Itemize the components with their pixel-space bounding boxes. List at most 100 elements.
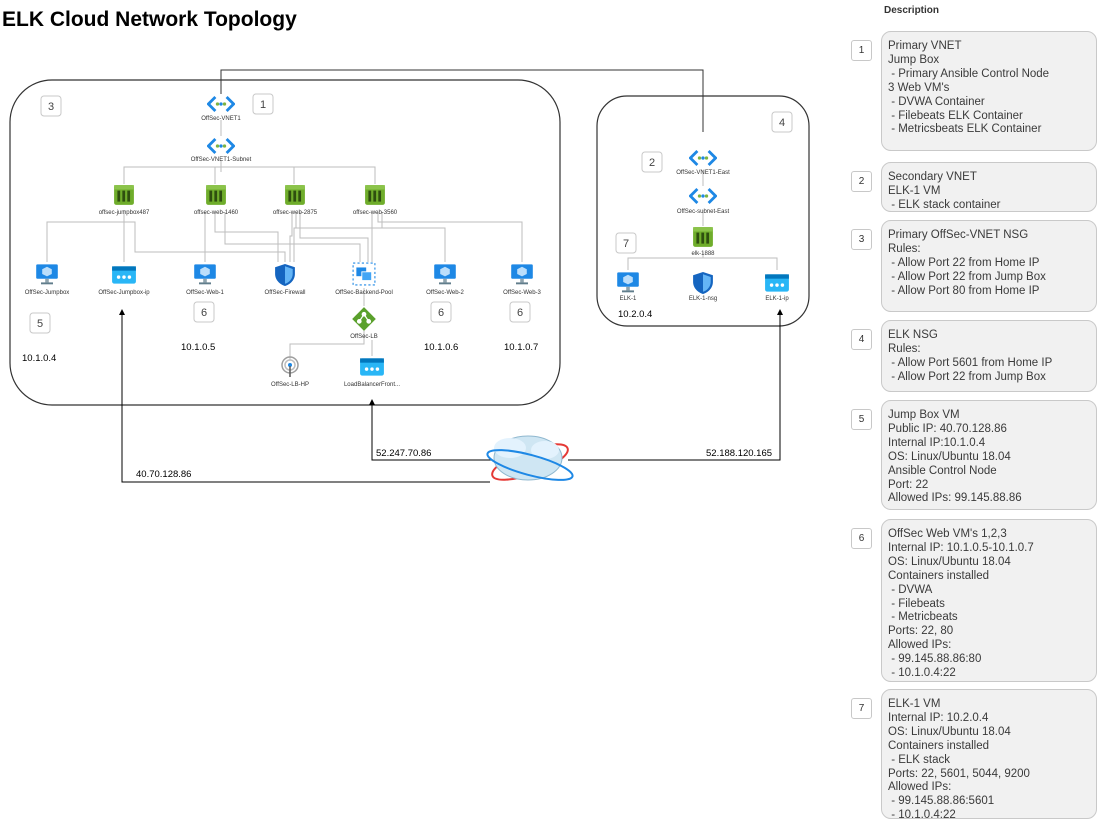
nic-web3-label: offsec-web-3560 xyxy=(353,210,398,216)
description-line: Containers installed xyxy=(888,739,990,752)
description-line: - Allow Port 22 from Jump Box xyxy=(888,370,1046,383)
svg-text:3: 3 xyxy=(48,101,54,113)
public-ip-elk: 52.188.120.165 xyxy=(706,448,772,459)
vm-elk-label: ELK-1 xyxy=(620,296,637,302)
subnet-east-label: OffSec-subnet-East xyxy=(677,209,730,215)
description-line: - Allow Port 5601 from Home IP xyxy=(888,356,1053,369)
ip-web3: 10.1.0.7 xyxy=(504,342,538,353)
description-line: Jump Box xyxy=(888,53,940,66)
description-line: OS: Linux/Ubuntu 18.04 xyxy=(888,725,1011,738)
description-number-2: 2 xyxy=(851,171,872,192)
nic-web3-icon xyxy=(365,185,385,205)
public-links xyxy=(119,309,783,483)
topology-diagram: 40.70.128.86 52.247.70.86 52.188.120.165… xyxy=(9,69,810,483)
public-ip-jumpbox: 40.70.128.86 xyxy=(136,469,191,480)
description-line: Containers installed xyxy=(888,569,990,582)
svg-text:7: 7 xyxy=(623,238,629,250)
nic-web2-label: offsec-web-2875 xyxy=(273,210,318,216)
description-line: Internal IP: 10.1.0.5-10.1.0.7 xyxy=(888,541,1034,554)
subnet1-label: OffSec-VNET1-Subnet xyxy=(191,157,252,163)
number-badge-4: 4 xyxy=(771,111,793,133)
description-line: Public IP: 40.70.128.86 xyxy=(888,422,1007,435)
number-badge-1: 1 xyxy=(252,93,274,115)
description-line: - ELK stack container xyxy=(888,198,1001,211)
svg-text:6: 6 xyxy=(438,307,444,319)
description-line: - 10.1.0.4:22 xyxy=(888,809,956,822)
ip-web1: 10.1.0.5 xyxy=(181,342,215,353)
description-line: Jump Box VM xyxy=(888,409,960,421)
description-number-3: 3 xyxy=(851,229,872,250)
public-ip-lb: 52.247.70.86 xyxy=(376,448,431,459)
description-line: - 99.145.88.86:80 xyxy=(888,653,982,666)
health-probe-label: OffSec-LB-HP xyxy=(271,382,309,388)
description-line: Rules: xyxy=(888,342,921,355)
jumpbox-ip-icon xyxy=(112,266,136,284)
description-number-7: 7 xyxy=(851,698,872,719)
description-line: - DVWA Container xyxy=(888,95,985,108)
number-badge-7: 7 xyxy=(615,232,637,254)
description-line: Rules: xyxy=(888,242,921,255)
jumpbox-ip-label: OffSec-Jumpbox-ip xyxy=(98,290,150,296)
description-number-6: 6 xyxy=(851,528,872,549)
firewall-label: OffSec-Firewall xyxy=(265,290,306,296)
description-line: Port: 22 xyxy=(888,478,929,491)
description-line: Ports: 22, 5601, 5044, 9200 xyxy=(888,767,1030,780)
description-line: - 99.145.88.86:5601 xyxy=(888,795,995,808)
backend-pool-label: OffSec-Backend-Pool xyxy=(335,290,393,296)
svg-text:5: 5 xyxy=(37,318,43,330)
backend-pool-icon xyxy=(352,262,376,286)
description-number-5: 5 xyxy=(851,409,872,430)
description-line: ELK NSG xyxy=(888,329,938,341)
description-number-4: 4 xyxy=(851,329,872,350)
vm-web1-label: OffSec-Web-1 xyxy=(186,290,224,296)
nic-web2-icon xyxy=(285,185,305,205)
description-line: Allowed IPs: xyxy=(888,639,952,652)
vnet-east-label: OffSec-VNET1-East xyxy=(676,170,730,176)
vm-jumpbox-label: OffSec-Jumpbox xyxy=(25,290,70,296)
load-balancer-label: OffSec-LB xyxy=(350,334,378,340)
svg-text:6: 6 xyxy=(201,307,207,319)
description-line: Internal IP:10.1.0.4 xyxy=(888,436,986,449)
number-badge-6-web1: 6 xyxy=(193,301,215,323)
nic-web1-icon xyxy=(206,185,226,205)
description-line: Primary OffSec-VNET NSG xyxy=(888,229,1029,241)
lb-frontend-ip-icon xyxy=(360,358,384,376)
elk-ip-label: ELK-1-ip xyxy=(765,296,789,302)
svg-text:4: 4 xyxy=(779,117,785,129)
description-line: - Filebeats ELK Container xyxy=(888,109,1023,122)
description-line: - Allow Port 22 from Home IP xyxy=(888,256,1040,269)
description-line: - Metricbeats xyxy=(888,611,958,624)
description-line: OS: Linux/Ubuntu 18.04 xyxy=(888,555,1011,568)
description-line: Ports: 22, 80 xyxy=(888,625,954,638)
elk-ip-icon xyxy=(765,274,789,292)
description-line: - Allow Port 22 from Jump Box xyxy=(888,270,1046,283)
description-line: Allowed IPs: 99.145.88.86 xyxy=(888,492,1022,505)
svg-text:2: 2 xyxy=(649,157,655,169)
vm-web3-label: OffSec-Web-3 xyxy=(503,290,541,296)
description-line: - Primary Ansible Control Node xyxy=(888,67,1050,80)
number-badge-6-web2: 6 xyxy=(430,301,452,323)
vnet-peering-link xyxy=(220,69,704,132)
internet-cloud-icon xyxy=(486,435,574,481)
lb-frontend-label: LoadBalancerFront... xyxy=(344,382,400,388)
ip-web2: 10.1.0.6 xyxy=(424,342,458,353)
description-line: 3 Web VM's xyxy=(888,81,950,94)
ip-jumpbox: 10.1.0.4 xyxy=(22,353,56,364)
ip-elk: 10.2.0.4 xyxy=(618,309,652,320)
description-line: Primary VNET xyxy=(888,40,962,52)
nic-web1-label: offsec-web-1460 xyxy=(194,210,239,216)
vnet1-label: OffSec-VNET1 xyxy=(201,116,241,122)
description-line: - ELK stack xyxy=(888,753,950,766)
description-line: - Filebeats xyxy=(888,597,945,610)
primary-vnet-box xyxy=(9,79,561,406)
page-title: ELK Cloud Network Topology xyxy=(2,8,297,31)
description-line: ELK-1 VM xyxy=(888,698,941,710)
description-line: OffSec Web VM's 1,2,3 xyxy=(888,528,1007,540)
description-line: OS: Linux/Ubuntu 18.04 xyxy=(888,450,1011,463)
